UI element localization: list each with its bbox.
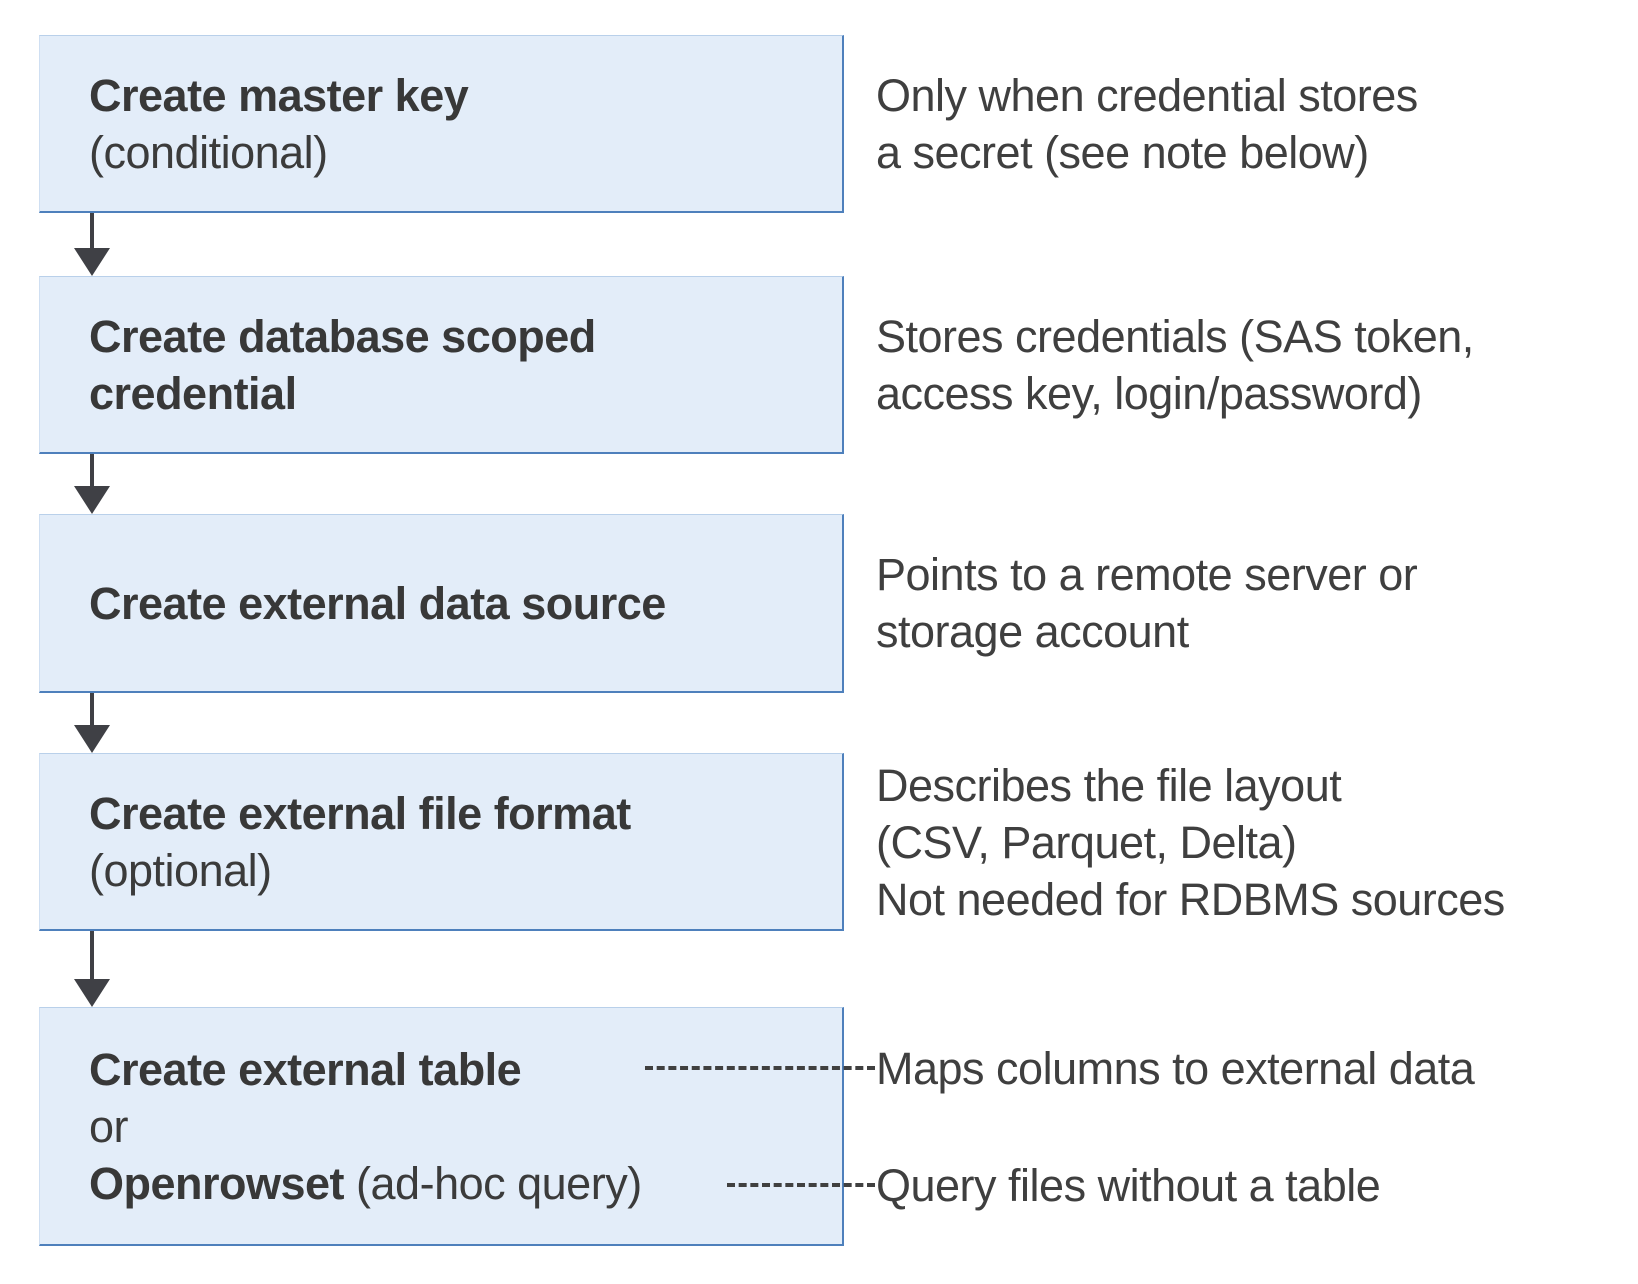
step-box-create-external-table-or-openrowset: Create external table or Openrowset (ad-… xyxy=(39,1007,844,1246)
step-box-create-external-data-source: Create external data source xyxy=(39,514,844,693)
step-subtitle: (optional) xyxy=(89,844,272,896)
annotation-line: Query files without a table xyxy=(876,1160,1381,1211)
step-or-label: or xyxy=(89,1100,129,1152)
annotation-line: a secret (see note below) xyxy=(876,127,1369,178)
down-arrow-icon xyxy=(74,454,110,514)
step-title: Create external table xyxy=(89,1043,522,1095)
step-subtitle: (conditional) xyxy=(89,126,328,178)
annotation-master-key: Only when credential stores a secret (se… xyxy=(876,67,1418,181)
step-title: Create database scoped xyxy=(89,310,596,362)
annotation-file-format: Describes the file layout (CSV, Parquet,… xyxy=(876,757,1505,928)
step-title: Create external data source xyxy=(89,577,666,629)
annotation-line: Not needed for RDBMS sources xyxy=(876,874,1505,925)
down-arrow-icon xyxy=(74,213,110,276)
annotation-data-source: Points to a remote server or storage acc… xyxy=(876,546,1418,660)
step-title: Create master key xyxy=(89,69,469,121)
step-box-create-master-key: Create master key (conditional) xyxy=(39,35,844,213)
step-box-create-database-scoped-credential: Create database scoped credential xyxy=(39,276,844,454)
annotation-openrowset: Query files without a table xyxy=(876,1157,1381,1214)
annotation-line: Stores credentials (SAS token, xyxy=(876,311,1474,362)
annotation-scoped-credential: Stores credentials (SAS token, access ke… xyxy=(876,308,1474,422)
dashed-connector-external-table xyxy=(645,1066,875,1070)
step-title: Create external file format xyxy=(89,787,631,839)
annotation-line: (CSV, Parquet, Delta) xyxy=(876,817,1297,868)
openrowset-label: Openrowset xyxy=(89,1157,345,1209)
annotation-line: storage account xyxy=(876,606,1189,657)
annotation-line: access key, login/password) xyxy=(876,368,1422,419)
annotation-line: Points to a remote server or xyxy=(876,549,1418,600)
annotation-line: Only when credential stores xyxy=(876,70,1418,121)
down-arrow-icon xyxy=(74,931,110,1007)
openrowset-note: (ad-hoc query) xyxy=(344,1157,642,1209)
step-title-line2: credential xyxy=(89,367,297,419)
annotation-line: Maps columns to external data xyxy=(876,1043,1475,1094)
annotation-line: Describes the file layout xyxy=(876,760,1342,811)
step-openrowset-line: Openrowset (ad-hoc query) xyxy=(89,1155,842,1212)
dashed-connector-openrowset xyxy=(727,1183,875,1187)
down-arrow-icon xyxy=(74,693,110,753)
step-box-create-external-file-format: Create external file format (optional) xyxy=(39,753,844,931)
annotation-external-table: Maps columns to external data xyxy=(876,1040,1475,1097)
